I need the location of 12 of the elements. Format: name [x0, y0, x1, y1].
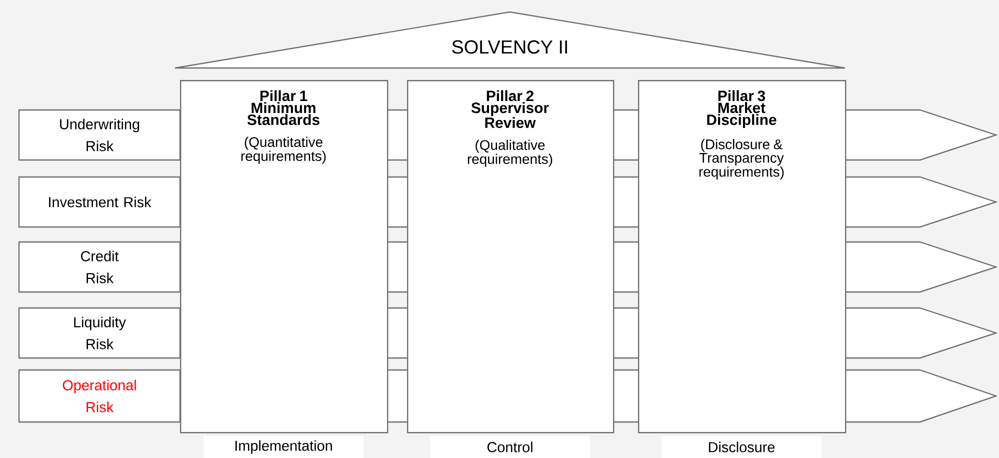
pillar-caption: Control — [430, 436, 590, 458]
pillar-box: Pillar 3 Market Discipline (Disclosure & Transparency requirements) — [638, 80, 846, 434]
pillar-caption: Implementation — [204, 436, 364, 458]
pillar-box: Pillar 2 Supervisor Review (Qualitative requirements) — [407, 80, 614, 434]
roof-triangle: SOLVENCY II — [174, 11, 846, 69]
risk-box: Liquidity Risk — [18, 307, 181, 359]
pillar-box: Pillar 1 Minimum Standards (Quantitative requirements) — [180, 80, 388, 434]
risk-box: Underwriting Risk — [18, 109, 181, 161]
risk-box: Investment Risk — [18, 176, 181, 228]
risk-box: Operational Risk — [18, 369, 181, 423]
risk-box: Credit Risk — [18, 241, 181, 293]
pillar-caption: Disclosure — [662, 436, 822, 458]
